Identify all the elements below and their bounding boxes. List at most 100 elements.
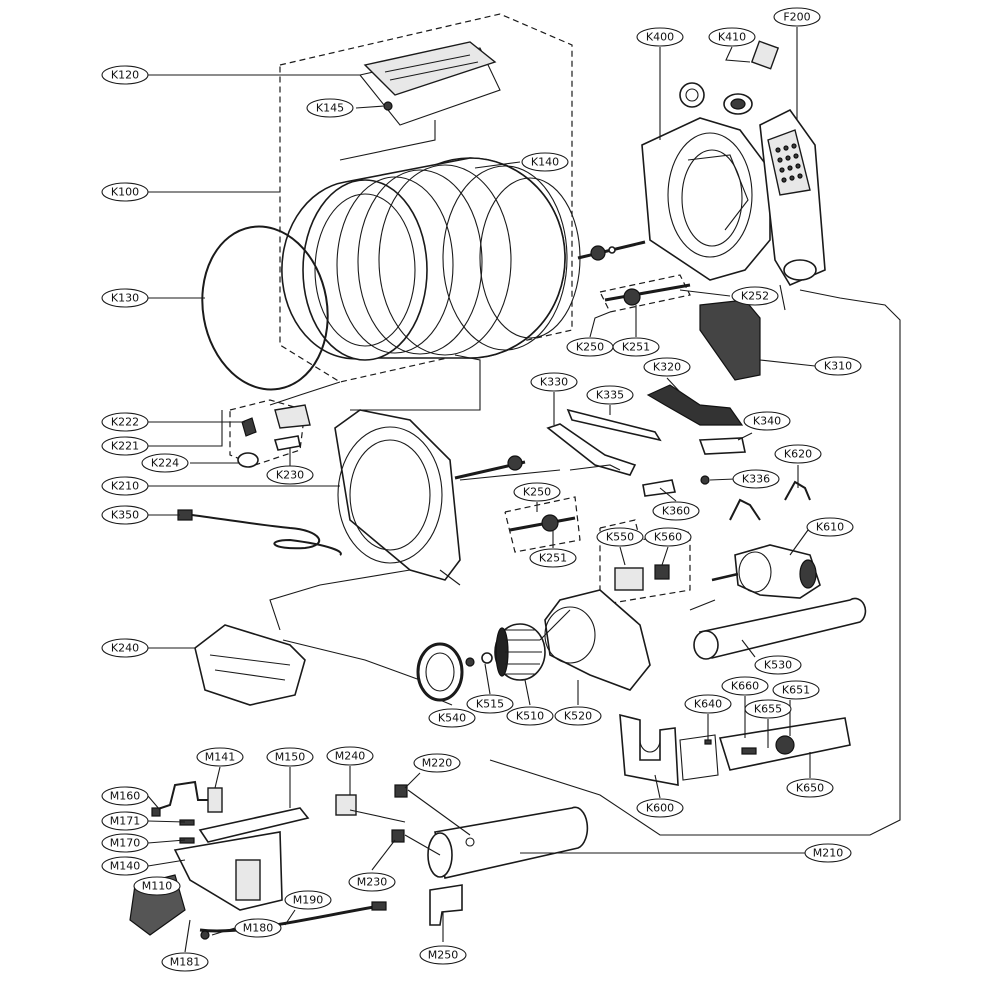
label-oval <box>708 27 756 47</box>
label-oval <box>234 918 282 938</box>
label-k230: K230 <box>266 465 314 485</box>
lower-roller-shaft-2 <box>504 496 581 553</box>
label-text: K250 <box>576 341 604 354</box>
front-support-bracket <box>646 384 744 426</box>
label-k120: K120 <box>101 65 149 85</box>
label-text: K145 <box>316 102 344 115</box>
exhaust-duct <box>693 597 867 660</box>
label-text: K400 <box>646 31 674 44</box>
label-oval <box>636 798 684 818</box>
upper-roller-shaft-2 <box>604 283 691 306</box>
label-text: M160 <box>110 790 141 803</box>
label-oval <box>596 527 644 547</box>
label-text: K600 <box>646 802 674 815</box>
flame-sensor <box>335 794 357 816</box>
label-oval <box>731 286 779 306</box>
label-oval <box>652 501 700 521</box>
label-oval <box>101 65 149 85</box>
label-oval <box>586 385 634 405</box>
drum-seal-ring <box>201 225 329 391</box>
label-m140: M140 <box>101 856 149 876</box>
label-text: M190 <box>293 894 324 907</box>
label-k660: K660 <box>721 676 769 696</box>
label-k530: K530 <box>754 655 802 675</box>
label-text: M210 <box>813 847 844 860</box>
front-bulkhead <box>334 409 461 586</box>
motor-clips <box>729 480 811 521</box>
label-k400: K400 <box>636 27 684 47</box>
label-oval <box>466 694 514 714</box>
label-k640: K640 <box>684 694 732 714</box>
label-oval <box>814 356 862 376</box>
label-oval <box>101 786 149 806</box>
label-oval <box>773 7 821 27</box>
label-text: K330 <box>540 376 568 389</box>
label-oval <box>306 98 354 118</box>
label-text: M150 <box>275 751 306 764</box>
label-text: M141 <box>205 751 236 764</box>
label-oval <box>644 527 692 547</box>
label-text: K222 <box>111 416 139 429</box>
label-oval <box>161 952 209 972</box>
label-text: K651 <box>782 684 810 697</box>
label-m220: M220 <box>413 753 461 773</box>
label-k251a: K251 <box>612 337 660 357</box>
lint-filter-housing <box>194 624 306 706</box>
label-text: K240 <box>111 642 139 655</box>
label-k221: K221 <box>101 436 149 456</box>
coil-upper <box>394 784 408 798</box>
label-k560: K560 <box>644 527 692 547</box>
label-k520: K520 <box>554 706 602 726</box>
leader-lines <box>147 27 816 953</box>
label-text: K360 <box>662 505 690 518</box>
label-k252: K252 <box>731 286 779 306</box>
label-m110: M110 <box>133 876 181 896</box>
label-text: M220 <box>422 757 453 770</box>
upper-roller-shaft <box>577 240 646 261</box>
label-k240: K240 <box>101 638 149 658</box>
drum-glide-slide <box>546 408 662 476</box>
label-k550: K550 <box>596 527 644 547</box>
drum-lifter <box>363 41 497 96</box>
blower-housing <box>544 589 651 691</box>
label-text: K640 <box>694 698 722 711</box>
label-m230: M230 <box>348 872 396 892</box>
label-k250a: K250 <box>566 337 614 357</box>
glide-bearing <box>698 437 746 455</box>
label-k250b: K250 <box>513 482 561 502</box>
blower-washer <box>481 652 493 664</box>
label-oval <box>133 876 181 896</box>
blower-nut <box>465 657 475 667</box>
label-k310: K310 <box>814 356 862 376</box>
label-text: K252 <box>741 290 769 303</box>
label-k224: K224 <box>141 453 189 473</box>
label-m181: M181 <box>161 952 209 972</box>
label-text: K224 <box>151 457 179 470</box>
label-text: K140 <box>531 156 559 169</box>
label-oval <box>530 372 578 392</box>
label-text: K350 <box>111 509 139 522</box>
glide-screw <box>700 475 710 485</box>
label-text: K130 <box>111 292 139 305</box>
label-k410: K410 <box>708 27 756 47</box>
label-text: K310 <box>824 360 852 373</box>
blower-wheel <box>494 623 546 681</box>
chamber-bracket <box>429 884 463 926</box>
label-oval <box>684 694 732 714</box>
label-k251b: K251 <box>529 548 577 568</box>
label-k655: K655 <box>744 699 792 719</box>
label-oval <box>804 843 852 863</box>
label-oval <box>774 444 822 464</box>
label-oval <box>196 747 244 767</box>
label-oval <box>513 482 561 502</box>
assembly-connectors <box>269 284 901 856</box>
label-text: K100 <box>111 186 139 199</box>
label-oval <box>101 833 149 853</box>
drum <box>281 157 581 361</box>
rear-bearing-clip-inner <box>685 88 699 102</box>
label-text: K340 <box>753 415 781 428</box>
label-oval <box>772 680 820 700</box>
label-m160: M160 <box>101 786 149 806</box>
